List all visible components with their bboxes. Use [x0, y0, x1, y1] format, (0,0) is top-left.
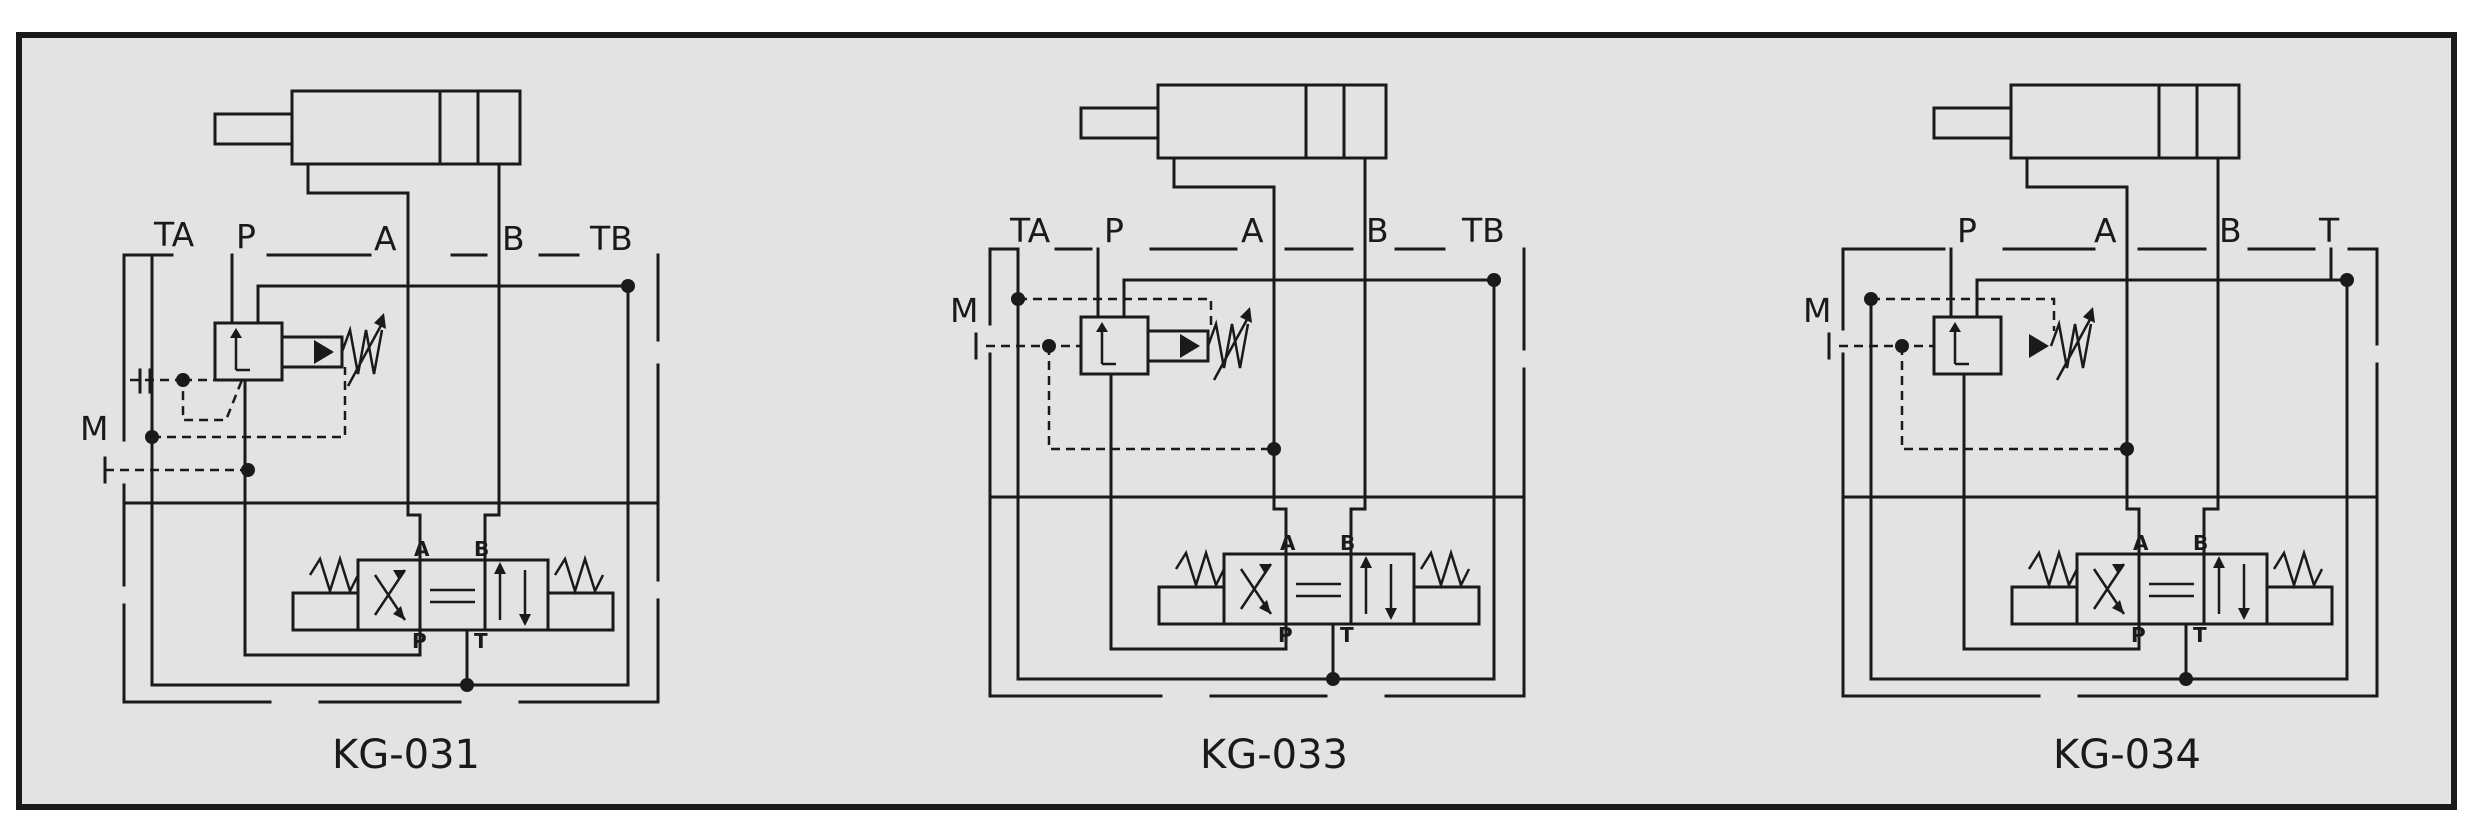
valve-port-p: P [412, 629, 427, 653]
port-label-p: P [1104, 211, 1124, 250]
schematic-kg-034: P A B T M A B P T KG-034 [1803, 83, 2379, 778]
port-label-tb: TB [1461, 211, 1505, 250]
valve-port-t: T [2193, 623, 2207, 647]
subplate-outline [1841, 247, 2379, 698]
valve-port-t: T [1340, 623, 1354, 647]
valve-port-a: A [1280, 531, 1296, 555]
gauge-port [103, 368, 152, 484]
port-label-t: T [2318, 211, 2340, 250]
port-label-b: B [2219, 211, 2242, 250]
valve-port-a: A [2133, 531, 2149, 555]
cylinder-symbol [213, 89, 522, 166]
port-label-ta: TA [1009, 211, 1051, 250]
valve-port-p: P [1278, 623, 1293, 647]
port-label-m: M [80, 409, 108, 448]
schematic-kg-033: TA P A B TB M A B P T KG-033 [950, 83, 1526, 778]
port-label-b: B [1366, 211, 1389, 250]
directional-valve [291, 513, 615, 632]
relief-valve [213, 313, 386, 387]
valve-port-a: A [414, 537, 430, 561]
directional-valve [1157, 507, 1481, 626]
port-label-a: A [374, 219, 397, 258]
diagram-caption: KG-033 [1200, 732, 1348, 778]
cylinder-symbol [1932, 83, 2241, 160]
port-label-tb: TB [589, 219, 633, 258]
subplate-outline [122, 253, 660, 704]
relief-valve [1932, 307, 2095, 381]
port-label-a: A [1241, 211, 1264, 250]
diagram-caption: KG-031 [332, 732, 480, 778]
port-label-b: B [502, 219, 525, 258]
port-label-p: P [1957, 211, 1977, 250]
relief-valve [1079, 307, 1252, 381]
schematic-kg-031: TA P A B TB M A B P T KG-031 [80, 89, 660, 778]
directional-valve [2010, 507, 2334, 626]
cylinder-symbol [1079, 83, 1388, 160]
port-label-p: P [236, 217, 256, 256]
diagram-caption: KG-034 [2053, 732, 2201, 778]
port-label-ta: TA [153, 215, 195, 254]
valve-port-t: T [474, 629, 488, 653]
valve-port-p: P [2131, 623, 2146, 647]
port-label-m: M [950, 291, 978, 330]
valve-port-b: B [2193, 531, 2208, 555]
valve-port-b: B [1340, 531, 1355, 555]
subplate-outline [988, 247, 1526, 698]
valve-port-b: B [474, 537, 489, 561]
port-label-m: M [1803, 291, 1831, 330]
port-label-a: A [2094, 211, 2117, 250]
